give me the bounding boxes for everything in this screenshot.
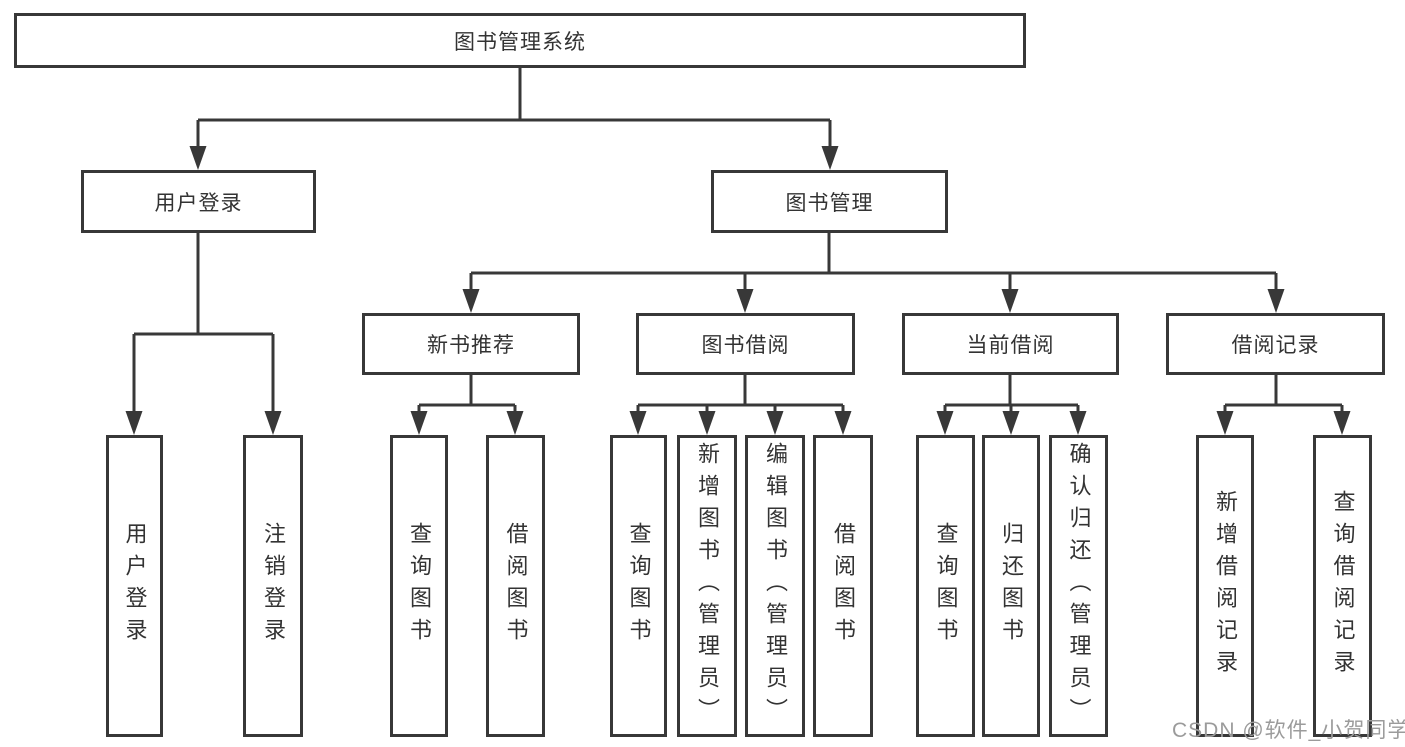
arrow-down-icon	[1216, 411, 1234, 435]
leaf-nb-borrow-book: 借阅图书	[486, 435, 545, 737]
leaf-bb-add-book-admin: 新增图书（管理员）	[677, 435, 737, 737]
leaf-bb-query-book: 查询图书	[610, 435, 667, 737]
csdn-watermark: CSDN @软件_小贺同学	[1172, 719, 1405, 742]
node-book-management: 图书管理	[711, 170, 948, 233]
leaf-bb-borrow-book: 借阅图书	[813, 435, 873, 737]
node-root: 图书管理系统	[14, 13, 1026, 68]
arrow-down-icon	[766, 411, 784, 435]
arrow-down-icon	[821, 146, 839, 170]
arrow-down-icon	[506, 411, 524, 435]
arrow-down-icon	[125, 411, 143, 435]
arrow-down-icon	[189, 146, 207, 170]
arrow-down-icon	[1069, 411, 1087, 435]
arrow-down-icon	[1002, 411, 1020, 435]
arrow-down-icon	[264, 411, 282, 435]
leaf-br-query-record: 查询借阅记录	[1313, 435, 1372, 737]
node-new-book-recommend: 新书推荐	[362, 313, 580, 375]
node-user-login: 用户登录	[81, 170, 316, 233]
arrow-down-icon	[1333, 411, 1351, 435]
node-book-borrow: 图书借阅	[636, 313, 855, 375]
node-current-borrow: 当前借阅	[902, 313, 1119, 375]
arrow-down-icon	[629, 411, 647, 435]
leaf-cb-return-book: 归还图书	[982, 435, 1040, 737]
arrow-down-icon	[1001, 289, 1019, 313]
arrow-down-icon	[834, 411, 852, 435]
arrow-down-icon	[698, 411, 716, 435]
leaf-user-login: 用户登录	[106, 435, 163, 737]
leaf-cb-query-book: 查询图书	[916, 435, 975, 737]
leaf-br-add-record: 新增借阅记录	[1196, 435, 1254, 737]
arrow-down-icon	[1267, 289, 1285, 313]
leaf-logout: 注销登录	[243, 435, 303, 737]
leaf-nb-query-book: 查询图书	[390, 435, 448, 737]
arrow-down-icon	[410, 411, 428, 435]
leaf-cb-confirm-return-admin: 确认归还（管理员）	[1049, 435, 1108, 737]
connector-path	[132, 68, 1344, 415]
arrow-down-icon	[462, 289, 480, 313]
node-borrow-record: 借阅记录	[1166, 313, 1385, 375]
arrow-down-icon	[936, 411, 954, 435]
leaf-bb-edit-book-admin: 编辑图书（管理员）	[745, 435, 805, 737]
arrow-down-icon	[736, 289, 754, 313]
